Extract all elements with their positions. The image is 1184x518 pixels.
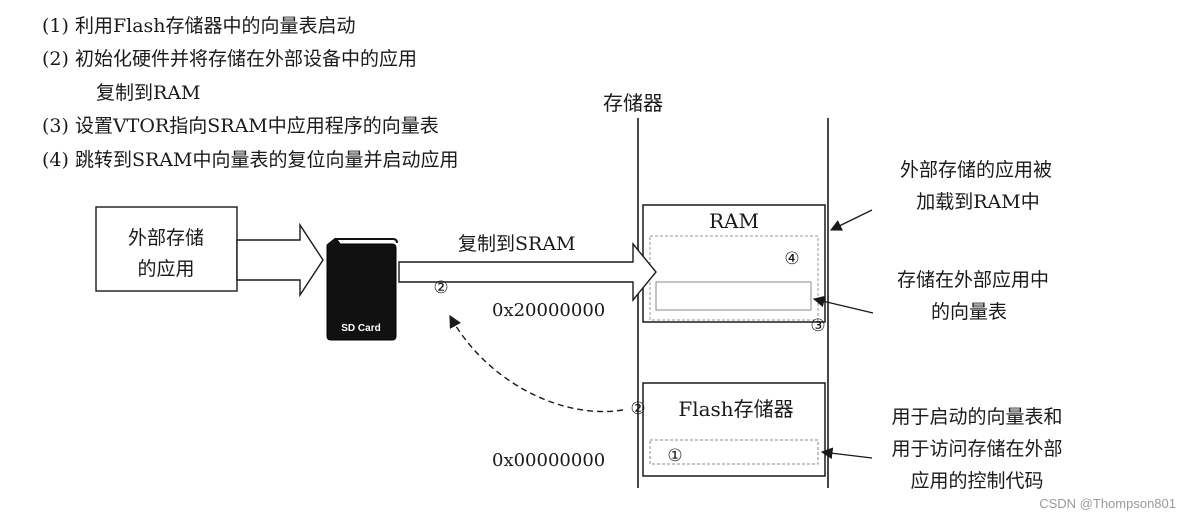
ram-vector-table [655, 281, 812, 311]
annotation-ram-pointer [829, 209, 873, 231]
flash-label: Flash存储器 [678, 397, 793, 421]
flash-block [642, 382, 826, 477]
step-2-text: (2) 初始化硬件并将存储在外部设备中的应用 [42, 48, 417, 70]
copy-to-sram-arrow [398, 242, 657, 302]
external-to-sd-arrow [236, 222, 324, 298]
annotation-ram-line1: 外部存储的应用被 [900, 159, 1052, 181]
marker-1: ① [667, 446, 682, 466]
annotation-ext-vector-pointer [812, 295, 874, 314]
annotation-flash-line2: 用于访问存储在外部 [891, 438, 1062, 460]
address-ram: 0x20000000 [492, 300, 605, 321]
address-flash: 0x00000000 [492, 450, 605, 471]
memory-title: 存储器 [603, 91, 663, 115]
marker-3: ③ [810, 316, 825, 336]
step-4-text: (4) 跳转到SRAM中向量表的复位向量并启动应用 [42, 149, 458, 171]
annotation-flash-line1: 用于启动的向量表和 [891, 406, 1062, 428]
sd-card-label: SD Card [341, 323, 380, 334]
external-app-line2: 的应用 [137, 258, 194, 280]
marker-4: ④ [784, 249, 799, 269]
step-2-continuation: 复制到RAM [96, 82, 200, 104]
annotation-ram-line2: 加载到RAM中 [916, 191, 1039, 213]
annotation-ext-vector-line1: 存储在外部应用中 [897, 269, 1049, 291]
flash-vector-table [649, 439, 819, 465]
external-app-line1: 外部存储 [128, 227, 204, 249]
marker-2-sd: ② [433, 278, 448, 298]
ram-label: RAM [709, 209, 759, 233]
annotation-flash-pointer [820, 447, 873, 460]
marker-2-flash: ② [630, 399, 645, 419]
sd-card-icon [326, 239, 397, 341]
copy-to-sram-label: 复制到SRAM [458, 233, 576, 255]
annotation-ext-vector-line2: 的向量表 [931, 301, 1007, 323]
control-flow-dashed-arrow [449, 314, 624, 413]
annotation-flash-line3: 应用的控制代码 [910, 470, 1043, 492]
watermark: CSDN @Thompson801 [1039, 496, 1176, 511]
step-1-text: (1) 利用Flash存储器中的向量表启动 [42, 15, 356, 37]
step-3-text: (3) 设置VTOR指向SRAM中应用程序的向量表 [42, 115, 439, 137]
